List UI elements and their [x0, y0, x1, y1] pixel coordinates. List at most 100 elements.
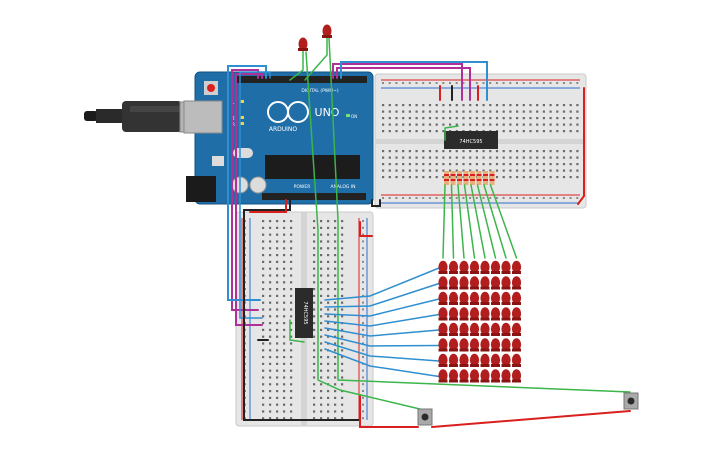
matrix-led[interactable]: [438, 260, 448, 274]
matrix-led[interactable]: [490, 369, 501, 383]
matrix-led[interactable]: [438, 338, 448, 352]
resistor[interactable]: [450, 171, 456, 185]
matrix-led[interactable]: [511, 338, 522, 352]
matrix-led[interactable]: [511, 276, 522, 290]
arduino-logo: [267, 101, 309, 123]
matrix-led[interactable]: [459, 369, 469, 383]
matrix-led[interactable]: [490, 353, 501, 367]
matrix-led[interactable]: [501, 322, 511, 336]
matrix-led[interactable]: [459, 322, 469, 336]
column-wire: [483, 184, 507, 259]
shift-register-bottom[interactable]: 74HC595: [295, 288, 313, 338]
row-wire: [324, 327, 440, 337]
matrix-led[interactable]: [438, 322, 448, 336]
matrix-led[interactable]: [480, 369, 490, 383]
matrix-led[interactable]: [490, 291, 501, 305]
matrix-led[interactable]: [511, 307, 522, 321]
matrix-led[interactable]: [511, 353, 522, 367]
matrix-led[interactable]: [448, 276, 459, 290]
shift-register-top-label: 74HC595: [459, 139, 482, 145]
tx-label: TX: [231, 116, 237, 121]
matrix-led[interactable]: [490, 307, 501, 321]
matrix-led[interactable]: [469, 291, 480, 305]
arduino-uno-board[interactable]: ARDUINO UNO DIGITAL (PWM~) POWER ANALOG …: [183, 71, 374, 205]
resistor-array[interactable]: [444, 171, 495, 185]
matrix-led[interactable]: [480, 276, 490, 290]
rx-label: RX: [232, 122, 238, 127]
matrix-led[interactable]: [459, 338, 469, 352]
matrix-led[interactable]: [480, 307, 490, 321]
resistor[interactable]: [444, 171, 449, 185]
matrix-led[interactable]: [459, 291, 469, 305]
matrix-led[interactable]: [469, 276, 480, 290]
matrix-led[interactable]: [511, 369, 522, 383]
matrix-led[interactable]: [438, 369, 448, 383]
matrix-led[interactable]: [480, 260, 490, 274]
row-wire: [324, 267, 440, 301]
matrix-led[interactable]: [490, 322, 501, 336]
matrix-led[interactable]: [501, 338, 511, 352]
matrix-led[interactable]: [459, 353, 469, 367]
matrix-led[interactable]: [480, 353, 490, 367]
resistor[interactable]: [457, 171, 462, 185]
matrix-led[interactable]: [501, 307, 511, 321]
matrix-led[interactable]: [511, 322, 522, 336]
matrix-led[interactable]: [511, 291, 522, 305]
resistor[interactable]: [470, 171, 475, 185]
matrix-led[interactable]: [448, 369, 459, 383]
matrix-led[interactable]: [490, 276, 501, 290]
matrix-led[interactable]: [459, 276, 469, 290]
push-button-1[interactable]: [417, 408, 433, 426]
matrix-led[interactable]: [501, 291, 511, 305]
matrix-led[interactable]: [490, 338, 501, 352]
matrix-led[interactable]: [448, 353, 459, 367]
matrix-led[interactable]: [448, 322, 459, 336]
arduino-model-label: UNO: [315, 106, 340, 119]
column-wire: [489, 184, 518, 259]
matrix-led[interactable]: [448, 338, 459, 352]
matrix-led[interactable]: [480, 322, 490, 336]
row-wire: [324, 298, 440, 317]
resistor[interactable]: [489, 171, 495, 185]
row-wire: [324, 282, 440, 308]
matrix-led[interactable]: [511, 260, 522, 274]
matrix-led[interactable]: [501, 276, 511, 290]
resistor[interactable]: [463, 171, 469, 185]
led-matrix-8x8[interactable]: [438, 260, 522, 383]
matrix-led[interactable]: [469, 322, 480, 336]
shift-register-top[interactable]: 74HC595: [444, 131, 498, 149]
led-1[interactable]: [298, 37, 308, 52]
led-2[interactable]: [322, 24, 332, 39]
matrix-led[interactable]: [469, 338, 480, 352]
matrix-led[interactable]: [501, 369, 511, 383]
push-button-2[interactable]: [623, 392, 639, 410]
matrix-led[interactable]: [501, 260, 511, 274]
matrix-led[interactable]: [501, 353, 511, 367]
row-wire: [324, 348, 440, 378]
power-label: POWER: [294, 184, 311, 190]
matrix-led[interactable]: [459, 307, 469, 321]
matrix-led[interactable]: [448, 291, 459, 305]
matrix-led[interactable]: [438, 291, 448, 305]
row-wire: [324, 313, 440, 327]
matrix-led[interactable]: [490, 260, 501, 274]
matrix-led[interactable]: [459, 260, 469, 274]
matrix-led[interactable]: [438, 353, 448, 367]
reset-button[interactable]: [204, 81, 218, 95]
matrix-led[interactable]: [448, 307, 459, 321]
matrix-led[interactable]: [469, 307, 480, 321]
shift-register-bottom-label: 74HC595: [302, 301, 308, 324]
resistor[interactable]: [483, 171, 488, 185]
matrix-led[interactable]: [448, 260, 459, 274]
matrix-led[interactable]: [438, 276, 448, 290]
row-wire: [324, 341, 440, 362]
matrix-led[interactable]: [469, 260, 480, 274]
matrix-led[interactable]: [480, 291, 490, 305]
matrix-led[interactable]: [480, 338, 490, 352]
matrix-led[interactable]: [438, 307, 448, 321]
resistor[interactable]: [476, 171, 482, 185]
matrix-led[interactable]: [469, 353, 480, 367]
matrix-led[interactable]: [469, 369, 480, 383]
